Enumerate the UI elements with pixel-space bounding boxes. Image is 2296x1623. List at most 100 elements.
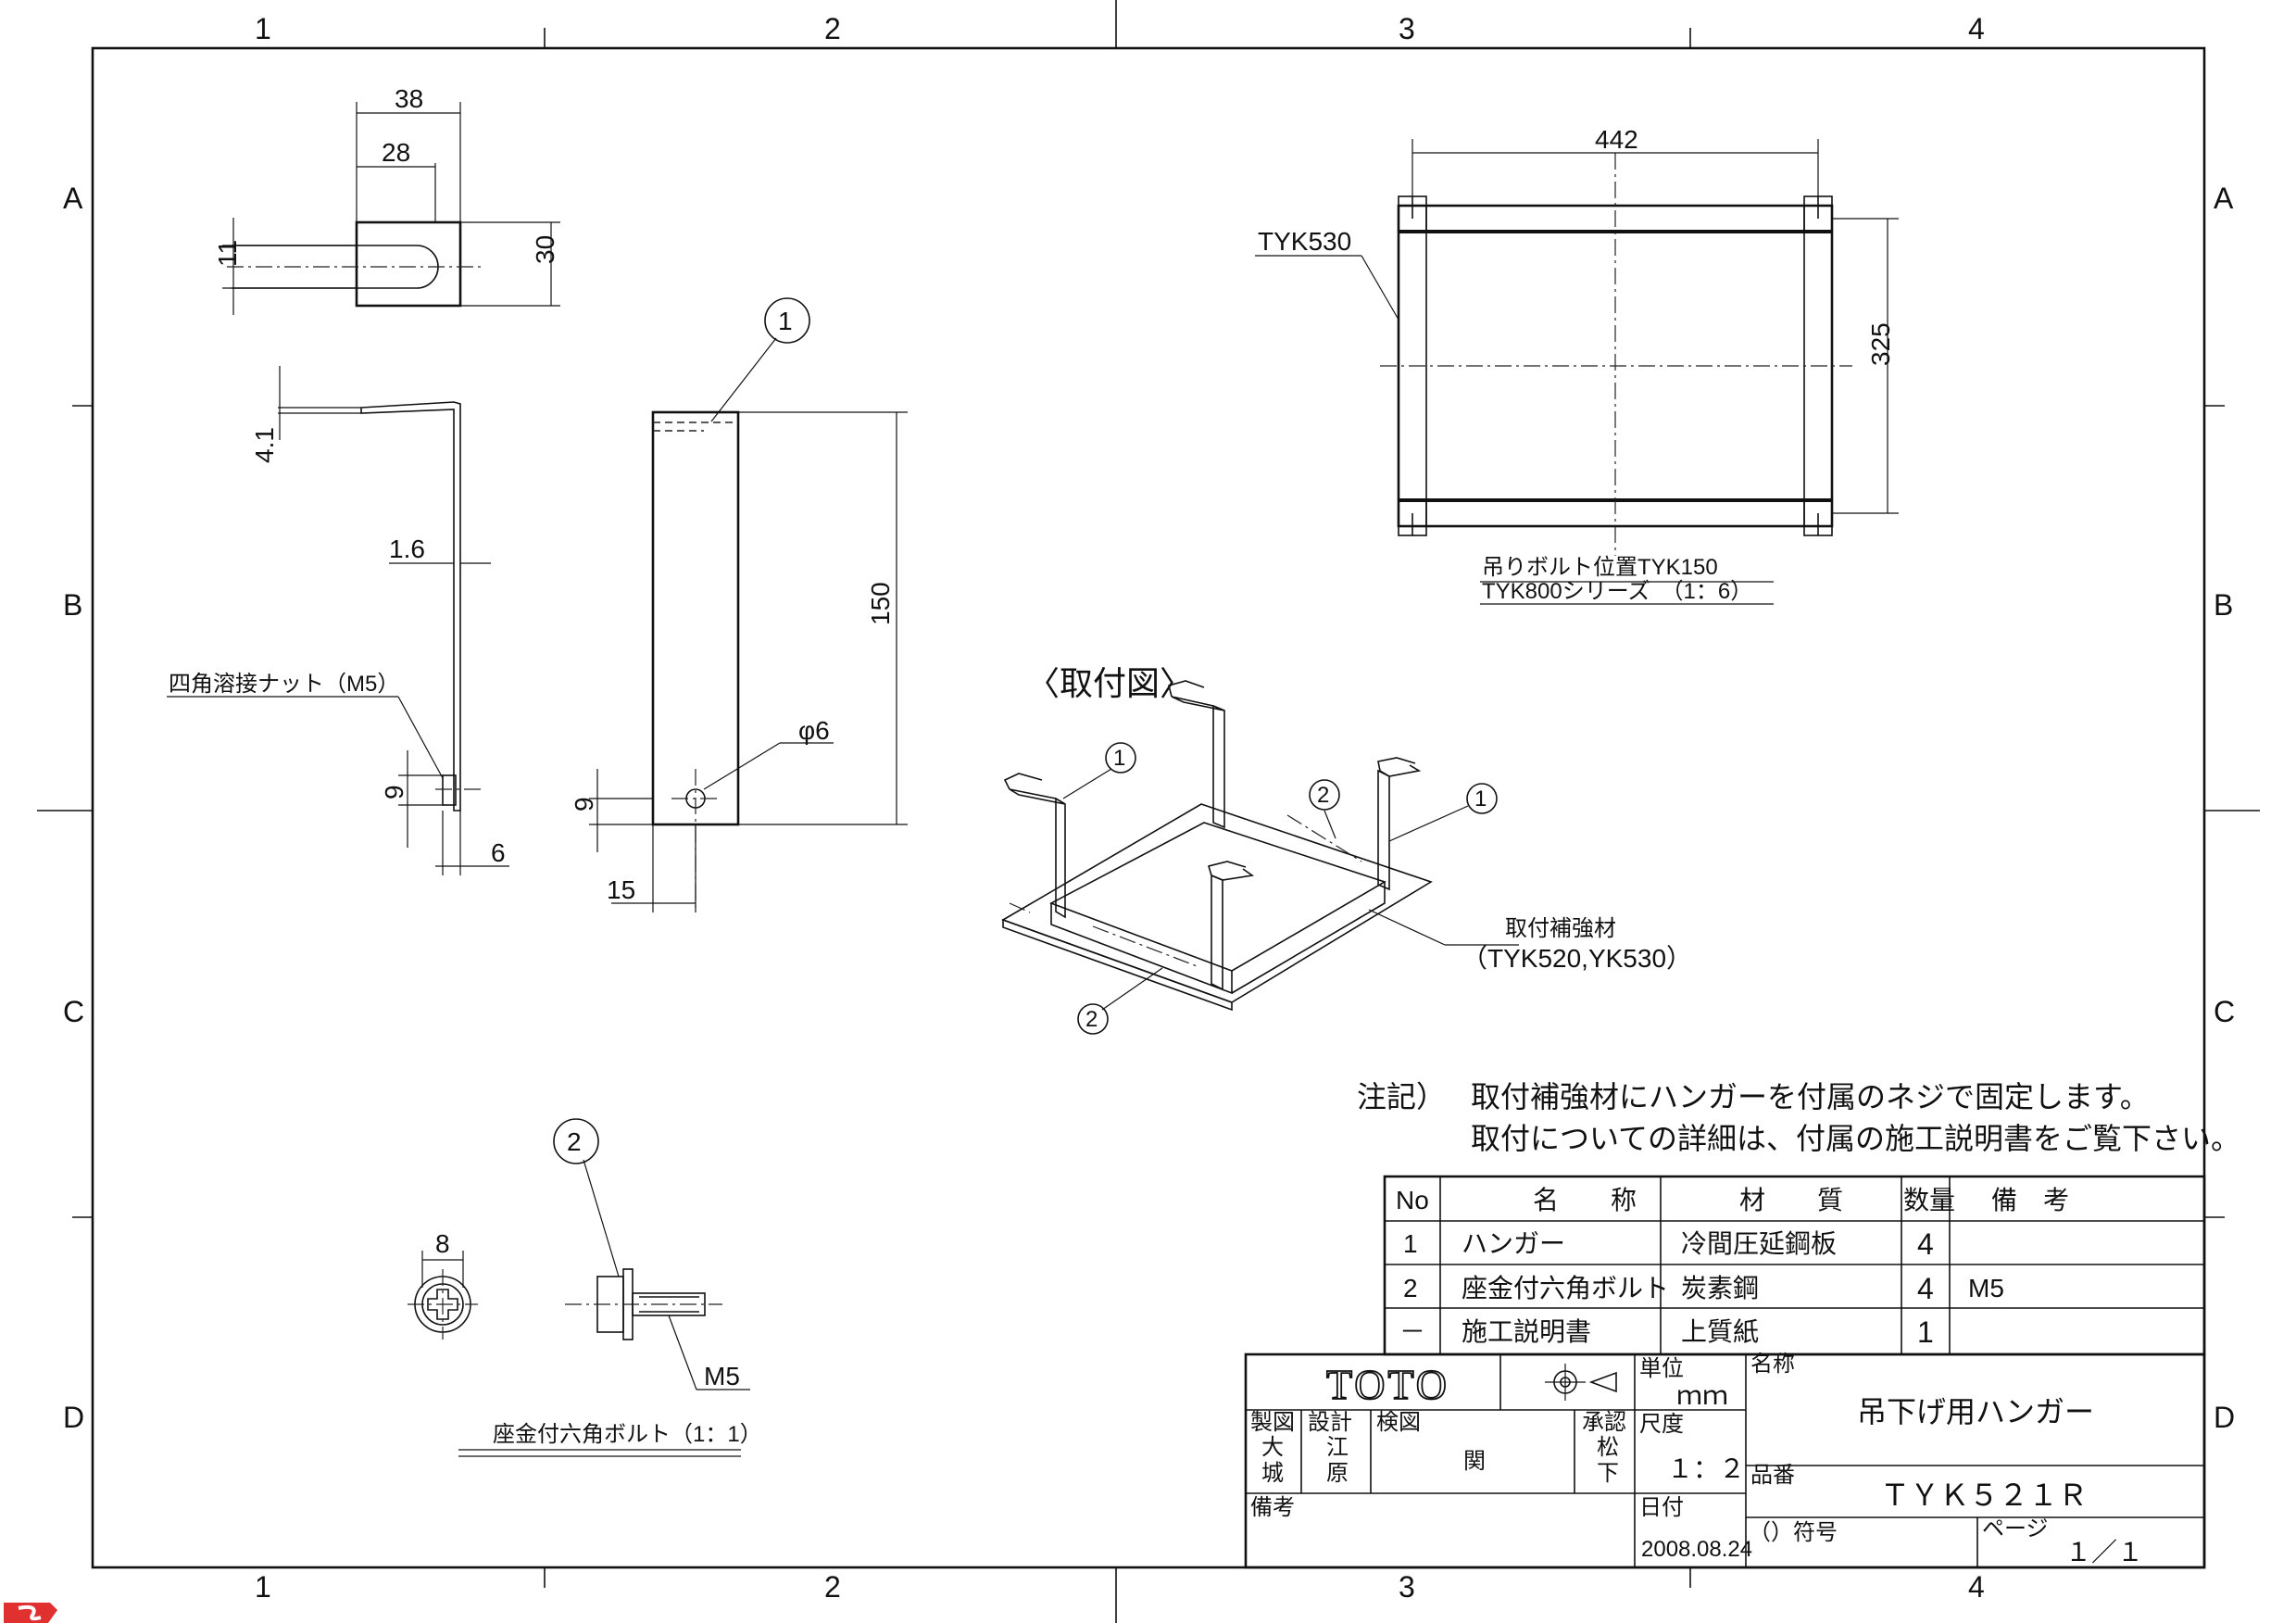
projection-symbol — [1545, 1364, 1617, 1401]
notes-line-1: 取付補強材にハンガーを付属のネジで固定します。 — [1471, 1080, 2150, 1113]
parts-row-1-no: 1 — [1403, 1229, 1418, 1258]
remarks-label: 備考 — [1250, 1495, 1295, 1520]
parts-header-qty: 数量 — [1903, 1186, 1955, 1214]
zone-label-left-b: B — [63, 588, 82, 622]
zone-label-right-a: A — [2214, 182, 2234, 215]
weld-nut-callout: 四角溶接ナット（M5） — [169, 672, 399, 697]
zone-label-right-b: B — [2214, 588, 2233, 622]
hanger-front-view — [589, 297, 908, 912]
plan-leader-tyk530: TYK530 — [1258, 227, 1351, 256]
name-label: 名称 — [1750, 1352, 1795, 1377]
made-label: 製図 — [1250, 1410, 1295, 1435]
parts-row-1-qty: 4 — [1917, 1227, 1934, 1261]
zone-label-right-d: D — [2214, 1401, 2235, 1434]
name-value: 吊下げ用ハンガー — [1857, 1395, 2094, 1428]
assembly-title: 〈取付図〉 — [1026, 664, 1193, 702]
plan-caption-1: 吊りボルト位置TYK150 — [1482, 555, 1718, 580]
scale-label: 尺度 — [1639, 1412, 1684, 1437]
plan-view — [1255, 139, 1899, 605]
parts-row-3-name: 施工説明書 — [1462, 1317, 1591, 1346]
assembly-label-1: 取付補強材 — [1505, 916, 1616, 941]
dim-9-side: 9 — [380, 785, 408, 799]
bolt-views — [408, 1118, 750, 1457]
approve-by-2: 下 — [1597, 1461, 1619, 1486]
plan-caption-2: TYK800シリーズ （1：6） — [1482, 579, 1752, 604]
parts-table — [1383, 1175, 2206, 1356]
balloon-2-bolt: 2 — [567, 1127, 582, 1156]
zone-label-bottom-2: 2 — [824, 1570, 841, 1604]
dim-6: 6 — [491, 838, 506, 867]
zone-label-top-3: 3 — [1399, 12, 1415, 45]
balloon-1-assembly-b: 1 — [1474, 786, 1487, 812]
assembly-view — [1001, 680, 1519, 1035]
parts-row-2-material: 炭素鋼 — [1681, 1274, 1759, 1302]
approve-label: 承認 — [1582, 1410, 1626, 1435]
balloon-1-assembly-a: 1 — [1113, 746, 1125, 771]
drawing-frame — [91, 46, 2206, 1569]
dim-9-front: 9 — [570, 797, 598, 812]
notes-line-2: 取付についての詳細は、付属の施工説明書をご覧下さい。 — [1471, 1122, 2240, 1155]
title-block — [1244, 1352, 2206, 1569]
dim-m5: M5 — [704, 1362, 740, 1390]
dim-28: 28 — [382, 138, 410, 167]
check-by: 関 — [1463, 1449, 1486, 1474]
assembly-label-2: （TYK520,YK530） — [1462, 944, 1692, 973]
design-by-1: 江 — [1326, 1435, 1349, 1460]
scale-value: １：２ — [1667, 1454, 1745, 1483]
zone-label-left-d: D — [63, 1401, 84, 1434]
dim-442: 442 — [1595, 125, 1638, 154]
toto-logo: TOTO — [1326, 1361, 1449, 1408]
zone-label-bottom-1: 1 — [255, 1570, 271, 1604]
parts-row-1-name: ハンガー — [1462, 1229, 1565, 1258]
corner-logo-icon — [4, 1603, 57, 1623]
zone-label-bottom-3: 3 — [1399, 1570, 1415, 1604]
part-no-value: ＴＹＫ５２１Ｒ — [1880, 1478, 2088, 1512]
page-value: １／１ — [2065, 1538, 2143, 1566]
balloon-2-assembly-a: 2 — [1317, 783, 1329, 808]
dim-8: 8 — [435, 1229, 450, 1258]
made-by-1: 大 — [1261, 1435, 1284, 1460]
zone-label-right-c: C — [2214, 995, 2235, 1028]
parts-row-2-qty: 4 — [1917, 1272, 1934, 1305]
check-label: 検図 — [1376, 1410, 1421, 1435]
parts-row-2-remarks: M5 — [1968, 1274, 2004, 1302]
dim-150: 150 — [866, 582, 895, 625]
parts-header-no: No — [1396, 1186, 1429, 1214]
dim-phi6: φ6 — [798, 716, 830, 745]
part-no-label: 品番 — [1750, 1463, 1795, 1488]
dim-325: 325 — [1866, 322, 1895, 366]
page-label: ページ — [1982, 1516, 2049, 1541]
parts-row-3-qty: 1 — [1917, 1315, 1934, 1349]
unit-label: 単位 — [1639, 1356, 1684, 1381]
hanger-top-view — [222, 102, 560, 315]
parts-header-material: 材 質 — [1739, 1186, 1843, 1214]
dim-11: 11 — [213, 240, 242, 267]
design-by-2: 原 — [1326, 1461, 1349, 1486]
symbol-label: （）符号 — [1749, 1520, 1838, 1545]
parts-row-2-name: 座金付六角ボルト — [1462, 1274, 1669, 1302]
hanger-side-view — [167, 366, 509, 875]
zone-label-top-4: 4 — [1968, 12, 1985, 45]
made-by-2: 城 — [1261, 1461, 1284, 1486]
zone-label-top-1: 1 — [255, 12, 271, 45]
parts-header-name: 名 称 — [1533, 1186, 1637, 1214]
dim-1-6: 1.6 — [389, 535, 425, 563]
zone-ticks — [37, 0, 2260, 1623]
zone-label-left-a: A — [63, 182, 83, 215]
zone-label-left-c: C — [63, 995, 84, 1028]
parts-header-remarks: 備 考 — [1991, 1186, 2069, 1214]
design-label: 設計 — [1308, 1410, 1352, 1435]
dim-15: 15 — [607, 875, 635, 904]
dim-4-1: 4.1 — [250, 427, 279, 463]
dim-38: 38 — [395, 84, 423, 113]
zone-label-bottom-4: 4 — [1968, 1570, 1985, 1604]
zone-label-top-2: 2 — [824, 12, 841, 45]
date-value: 2008.08.24 — [1641, 1537, 1752, 1562]
unit-value: ｍｍ — [1676, 1381, 1728, 1410]
parts-row-3-no: － — [1399, 1317, 1425, 1346]
date-label: 日付 — [1639, 1495, 1684, 1520]
dim-30: 30 — [531, 235, 559, 264]
approve-by-1: 松 — [1597, 1435, 1619, 1460]
balloon-2-assembly-b: 2 — [1085, 1007, 1098, 1032]
